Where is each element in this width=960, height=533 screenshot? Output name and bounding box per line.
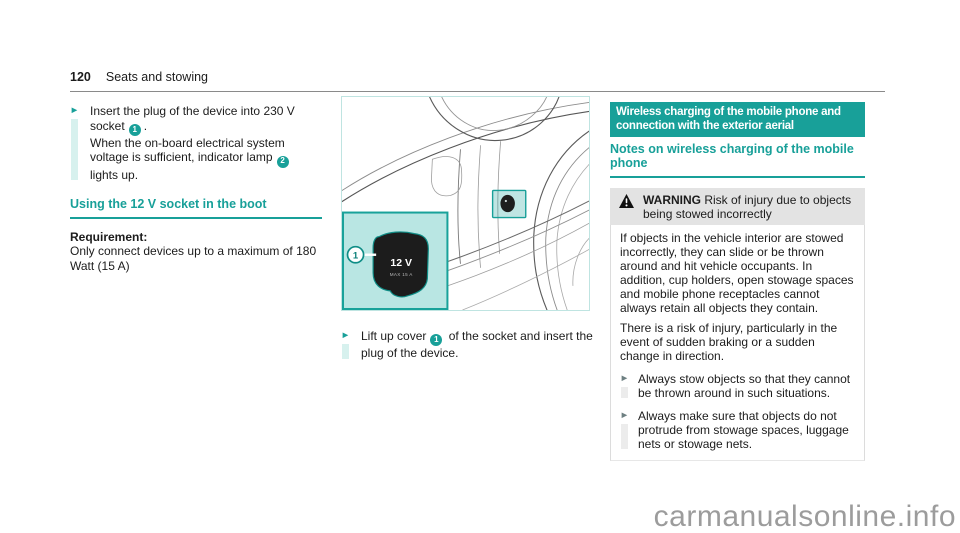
boot-line-drawing: 12 V MAX 15 A 1 bbox=[342, 97, 589, 310]
warning-triangle-icon bbox=[619, 194, 634, 212]
warning-bullet: ► Always make sure that objects do not p… bbox=[620, 409, 855, 451]
page-header: 120 Seats and stowing bbox=[70, 70, 885, 92]
bullet-bar bbox=[342, 344, 349, 359]
subheading-notes-wireless: Notes on wireless charging of the mobile… bbox=[610, 142, 865, 178]
callout-1-badge: 1 bbox=[430, 334, 443, 347]
instruction-segment: lights up. bbox=[90, 167, 139, 182]
socket-cover-closeup bbox=[372, 231, 429, 298]
requirement-block: Requirement: Only connect devices up to … bbox=[70, 230, 322, 274]
warning-paragraph: If objects in the vehicle interior are s… bbox=[620, 231, 854, 315]
bullet-marker: ► bbox=[70, 104, 79, 182]
warning-bullet-text: Always stow objects so that they cannot … bbox=[638, 372, 851, 400]
bullet-arrow-icon: ► bbox=[619, 373, 630, 384]
requirement-text: Only connect devices up to a maximum of … bbox=[70, 244, 317, 273]
bullet-marker: ► bbox=[620, 409, 629, 451]
bullet-arrow-icon: ► bbox=[619, 410, 630, 421]
instruction-segment: . bbox=[143, 118, 148, 133]
warning-bullet: ► Always stow objects so that they canno… bbox=[620, 372, 855, 400]
watermark: carmanualsonline.info bbox=[653, 500, 956, 533]
warning-paragraph: There is a risk of injury, particularly … bbox=[620, 321, 838, 363]
warning-header: WARNING Risk of injury due to objects be… bbox=[610, 188, 865, 225]
warning-title-text: Risk of injury due to objects being stow… bbox=[643, 193, 852, 221]
warning-label: WARNING bbox=[643, 193, 701, 207]
bullet-arrow-icon: ► bbox=[69, 105, 80, 116]
instruction-segment: When the on-board electrical system volt… bbox=[90, 135, 285, 165]
socket-cover-small bbox=[500, 194, 515, 213]
bullet-bar bbox=[621, 387, 628, 398]
warning-box: WARNING Risk of injury due to objects be… bbox=[610, 188, 865, 461]
instruction-segment: Insert the plug of the device into 230 V… bbox=[90, 104, 295, 133]
warning-title: WARNING Risk of injury due to objects be… bbox=[643, 193, 856, 221]
socket-label: 12 V bbox=[390, 257, 412, 269]
bullet-bar bbox=[71, 119, 78, 180]
boot-socket-figure: 12 V MAX 15 A 1 bbox=[341, 96, 590, 311]
instruction-insert-plug: ► Insert the plug of the device into 230… bbox=[70, 104, 322, 182]
callout-1-badge: 1 bbox=[128, 123, 141, 136]
section-heading-12v-socket: Using the 12 V socket in the boot bbox=[70, 197, 322, 219]
warning-body: If objects in the vehicle interior are s… bbox=[610, 225, 865, 461]
left-column: ► Insert the plug of the device into 230… bbox=[70, 104, 322, 273]
bullet-marker: ► bbox=[620, 372, 629, 400]
section-header-wireless-charging: Wireless charging of the mobile phone an… bbox=[610, 102, 865, 137]
figure-callout-circle bbox=[346, 245, 365, 264]
instruction-segment: of the socket and insert the plug of the… bbox=[361, 329, 593, 361]
bullet-bar bbox=[621, 424, 628, 449]
requirement-label: Requirement: bbox=[70, 229, 148, 244]
page-number: 120 bbox=[70, 70, 91, 84]
warning-bullet-text: Always make sure that objects do not pro… bbox=[638, 409, 849, 451]
bullet-arrow-icon: ► bbox=[340, 330, 351, 341]
callout-2-badge: 2 bbox=[276, 155, 289, 168]
figure-callout-number: 1 bbox=[353, 250, 359, 261]
right-column: Wireless charging of the mobile phone an… bbox=[610, 102, 865, 461]
page-section-title: Seats and stowing bbox=[105, 70, 209, 84]
instruction-text: Insert the plug of the device into 230 V… bbox=[90, 104, 322, 182]
bullet-marker: ► bbox=[341, 329, 350, 361]
socket-sublabel: MAX 15 A bbox=[390, 272, 414, 277]
instruction-segment: Lift up cover bbox=[361, 329, 427, 343]
